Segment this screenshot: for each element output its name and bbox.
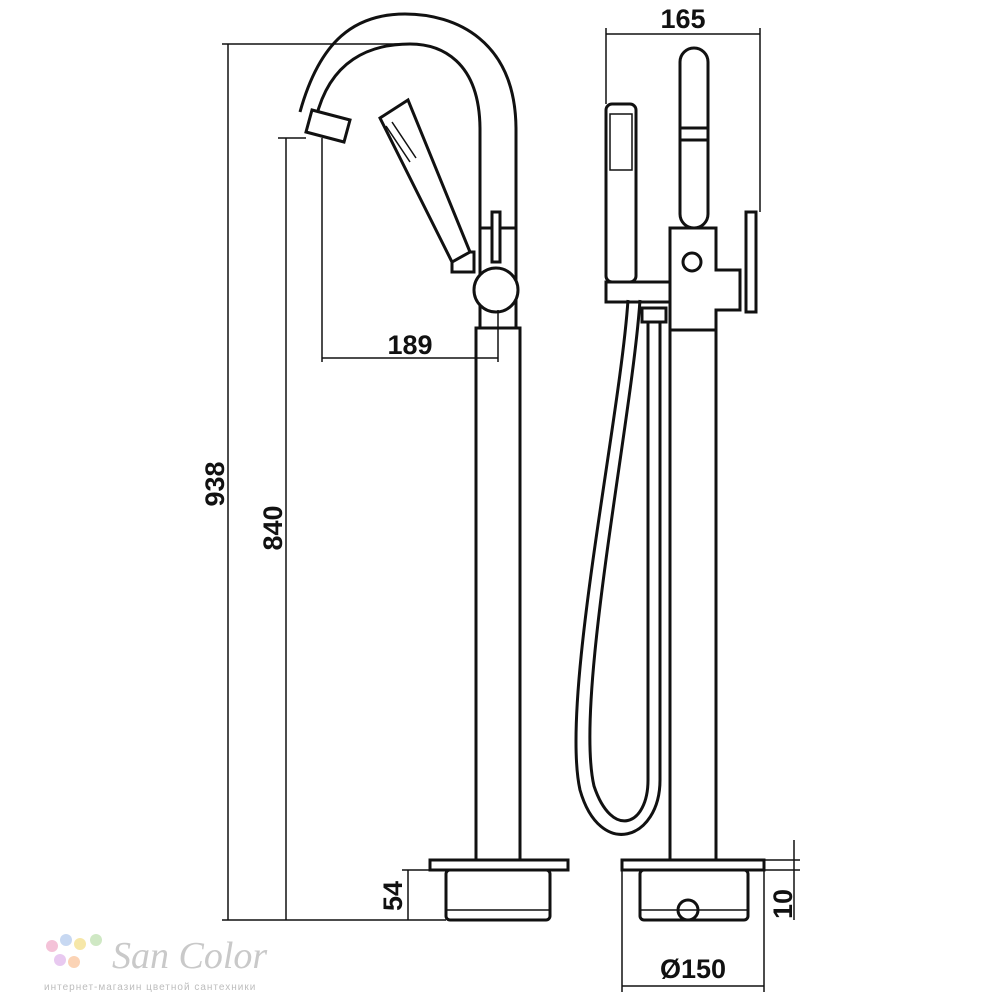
- side-base: [638, 868, 750, 922]
- shower-hose: [574, 299, 662, 836]
- spout-aerator: [678, 126, 710, 142]
- brand-name: San Color: [112, 935, 267, 977]
- hand-shower-front: [378, 97, 472, 265]
- front-view: [298, 12, 570, 922]
- dim-side-width: 165: [660, 4, 705, 34]
- dim-plate-thickness: 10: [768, 889, 798, 919]
- front-column: [474, 326, 522, 862]
- brand-dots: [46, 934, 102, 968]
- dim-base-diameter: Ø150: [660, 954, 726, 984]
- hand-shower-grip: [385, 125, 411, 163]
- brand-dot: [90, 934, 102, 946]
- brand-dot: [60, 934, 72, 946]
- gooseneck-outer: [314, 42, 482, 228]
- side-view: [574, 46, 766, 922]
- gooseneck-inner: [298, 12, 518, 228]
- side-valve-block: [668, 226, 742, 332]
- dim-base-height: 54: [378, 881, 408, 911]
- mixer-knob: [472, 266, 520, 314]
- brand-dot: [68, 956, 80, 968]
- dim-spout-height: 840: [258, 505, 288, 550]
- side-column: [668, 328, 718, 862]
- shower-holder: [604, 280, 672, 304]
- side-knob: [681, 251, 703, 273]
- side-lever: [744, 210, 758, 314]
- brand-dot: [46, 940, 58, 952]
- brand-watermark: San Color интернет-магазин цветной санте…: [44, 934, 267, 993]
- dimension-lines: [222, 28, 800, 992]
- dim-overall-height: 938: [200, 461, 230, 506]
- brand-tagline: интернет-магазин цветной сантехники: [44, 982, 256, 993]
- brand-dot: [54, 954, 66, 966]
- dim-spout-reach: 189: [387, 330, 432, 360]
- spout-tip: [304, 108, 352, 144]
- hose-connector: [640, 306, 668, 324]
- handle-lever: [490, 210, 502, 264]
- brand-dot: [74, 938, 86, 950]
- front-base: [444, 868, 552, 922]
